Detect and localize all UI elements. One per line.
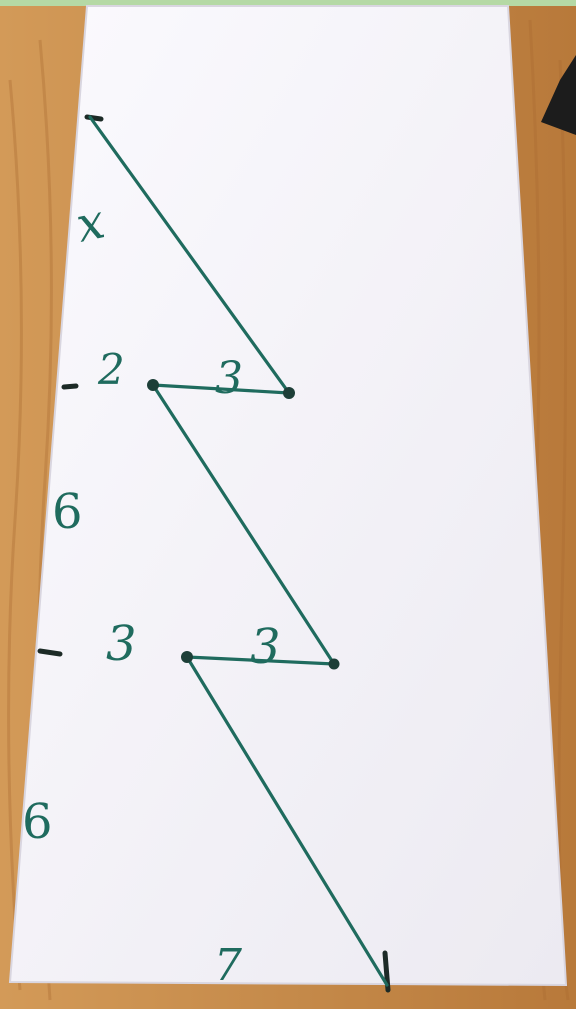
label-3-left-middle: 3	[106, 616, 137, 672]
tick-mark-middle	[37, 648, 63, 657]
label-2: 2	[97, 345, 125, 394]
label-6-lower: 6	[22, 794, 53, 850]
vertex-dot	[147, 379, 159, 391]
vertex-dot	[283, 387, 295, 399]
paper-sheet	[8, 5, 568, 987]
tick-mark-upper	[61, 383, 79, 390]
top-strip	[0, 0, 576, 6]
vertex-dots	[147, 379, 340, 670]
label-3-upper-segment: 3	[215, 353, 243, 404]
label-6-upper: 6	[52, 484, 83, 540]
black-object	[541, 55, 576, 135]
label-3-middle-segment: 3	[250, 619, 281, 675]
vertex-dot	[181, 651, 193, 663]
label-7: 7	[214, 940, 242, 991]
vertex-dot	[328, 658, 340, 670]
zigzag-line	[88, 115, 389, 987]
